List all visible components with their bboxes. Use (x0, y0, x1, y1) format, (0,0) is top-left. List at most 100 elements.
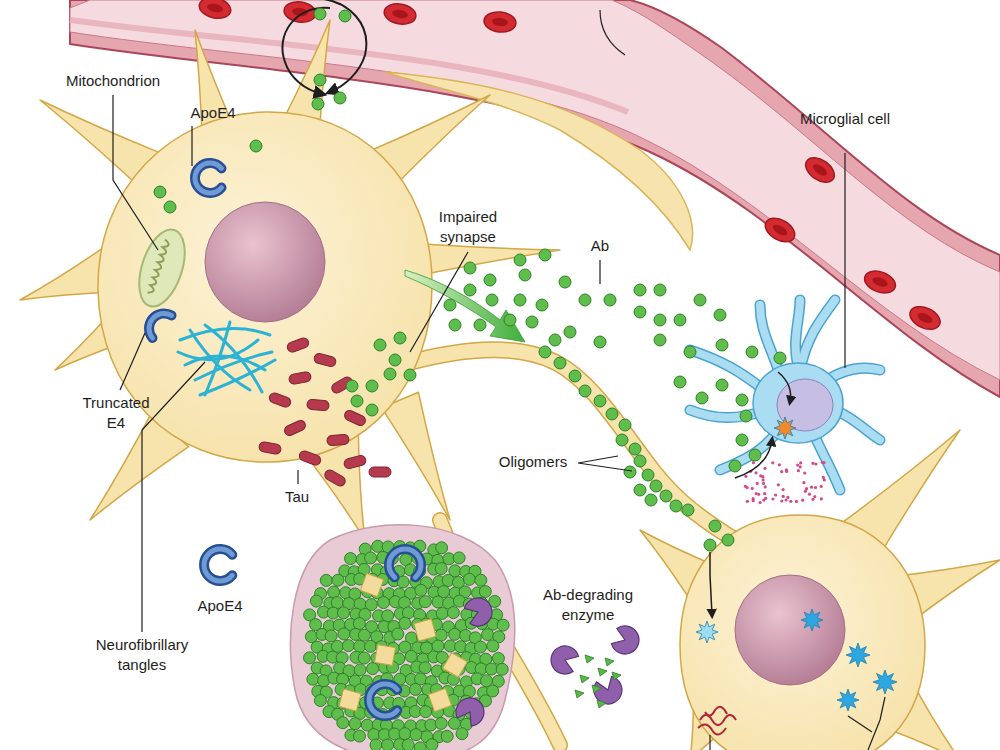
amyloid-beta (314, 8, 326, 20)
amyloid-beta (410, 729, 422, 741)
cytokine-dot (804, 490, 807, 493)
amyloid-beta (342, 640, 354, 652)
amyloid-beta (479, 586, 491, 598)
cytokine-dot (811, 498, 814, 501)
amyloid-beta (334, 92, 346, 104)
amyloid-beta (654, 284, 666, 296)
red-blood-cell (801, 153, 839, 188)
microglia-process-outline (800, 300, 835, 372)
degrading-enzyme (462, 594, 496, 629)
microglia-process-outline (760, 305, 780, 375)
callout-label: Microglial cell (799, 109, 891, 129)
amyloid-beta (519, 269, 531, 281)
red-blood-cell-center (391, 9, 408, 20)
amyloid-beta (514, 294, 526, 306)
entry-arrow (710, 552, 712, 615)
amyloid-beta (634, 306, 646, 318)
red-blood-cell-center (771, 223, 789, 238)
cytokine-dot (754, 471, 757, 474)
amyloid-beta (475, 641, 487, 653)
amyloid-beta (650, 480, 662, 492)
cytokine-dot (813, 495, 816, 498)
amyloid-beta (435, 717, 447, 729)
callout-label: Neurofibrillary tangles (80, 635, 205, 675)
callout-label: Ab-degrading enzyme (526, 585, 650, 625)
microglia-process (800, 300, 835, 372)
plaque-fragment (428, 688, 451, 711)
tau-protein (343, 454, 367, 469)
plaque-fragment (414, 619, 436, 641)
amyloid-beta (331, 640, 343, 652)
amyloid-beta (453, 552, 465, 564)
amyloid-beta (337, 717, 349, 729)
cytokine-dot (756, 482, 759, 485)
cytokine-dot (808, 493, 811, 496)
amyloid-beta (682, 504, 694, 516)
cytokine-dot (762, 499, 765, 502)
amyloid-beta (456, 728, 468, 740)
amyloid-beta (475, 574, 487, 586)
red-blood-cell-center (916, 311, 934, 325)
red-blood-cell (197, 0, 232, 21)
leader-line (113, 95, 158, 250)
cytokine-dot (746, 500, 749, 503)
astrocyte-endfoot (385, 72, 693, 250)
amyloid-beta (464, 262, 476, 274)
amyloid-beta (314, 695, 326, 707)
tau-protein (286, 337, 310, 354)
cycle-arrow (282, 8, 330, 94)
amyloid-beta (606, 408, 618, 420)
cytokine-dot (814, 486, 817, 489)
red-blood-cell-center (206, 2, 223, 13)
amyloid-beta (674, 376, 686, 388)
amyloid-beta (441, 730, 453, 742)
tau-protein (343, 409, 367, 427)
amyloid-beta (642, 469, 654, 481)
amyloid-beta (694, 294, 706, 306)
cytokine-dot (752, 499, 755, 502)
callout-label: Ab (585, 236, 615, 256)
amyloid-beta (444, 299, 456, 311)
amyloid-beta (420, 706, 432, 718)
amyloid-beta (645, 494, 657, 506)
apoe4-group (149, 163, 421, 716)
cytokine-dot (822, 461, 825, 464)
amyloid-beta (660, 490, 672, 502)
amyloid-beta (307, 673, 319, 685)
amyloid-beta (654, 334, 666, 346)
mitochondrion (131, 224, 194, 312)
cytokine-dot (785, 468, 788, 471)
protein-aggregate (698, 724, 726, 734)
tau-protein (369, 467, 391, 477)
callout-label: Tau (277, 487, 317, 507)
amyloid-beta (366, 380, 378, 392)
apoe4 (369, 684, 397, 716)
degraded-fragment (575, 690, 584, 698)
amyloid-beta (405, 650, 417, 662)
apoe4-highlight (389, 549, 421, 577)
cytokine-dot (757, 493, 760, 496)
amyloid-beta (339, 10, 351, 22)
amyloid-beta (384, 368, 396, 380)
cytokine-dot (782, 488, 785, 491)
vessel-highlight (70, 20, 628, 112)
cytokine-dot (820, 497, 823, 500)
leader-line (709, 735, 710, 750)
amyloid-beta (716, 339, 728, 351)
cytokine-dot (780, 470, 783, 473)
amyloid-beta (539, 346, 551, 358)
tau-protein (298, 450, 322, 467)
tau-protein (283, 419, 307, 437)
cytokine-dot (785, 498, 788, 501)
red-blood-cell (862, 267, 899, 297)
amyloid-beta (354, 730, 366, 742)
amyloid-beta (616, 434, 628, 446)
truncated-apoe4-highlight (149, 313, 171, 338)
cytokine-dot (764, 485, 767, 488)
degraded-fragment (585, 655, 594, 663)
microglia-process-outline (796, 300, 800, 372)
neuron (20, 20, 560, 540)
amyloid-beta (670, 500, 682, 512)
amyloid-beta (367, 663, 379, 675)
